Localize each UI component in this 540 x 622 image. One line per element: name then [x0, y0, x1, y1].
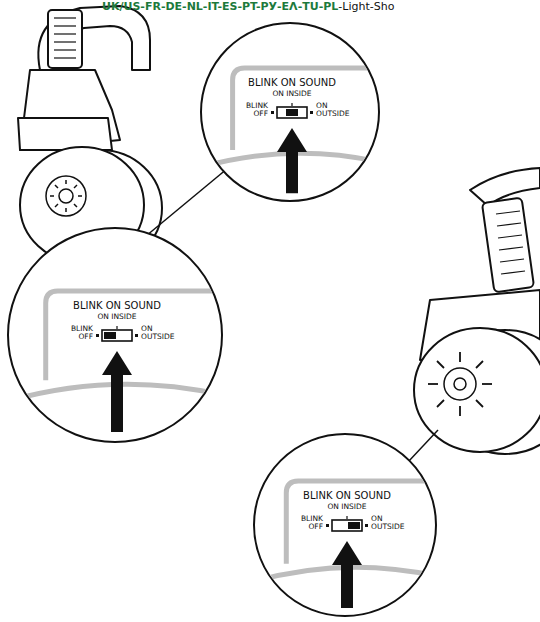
switch-title: BLINK ON SOUND [73, 301, 161, 311]
position-label: ON INSIDE [327, 503, 366, 511]
callout-circle: BLINK ON SOUND ON INSIDE BLINK OFF ON OUTSI… [253, 433, 437, 617]
callout-circle: BLINK ON SOUND ON INSIDE BLINK OFF ON OUTSI… [7, 227, 223, 443]
switch-illustration [202, 24, 380, 202]
position-label: ON OUTSIDE [316, 102, 349, 118]
position-label: ON OUTSIDE [371, 515, 404, 531]
switch-illustration [9, 229, 223, 443]
position-label: BLINK OFF [71, 325, 93, 341]
position-label: ON INSIDE [272, 90, 311, 98]
switch-illustration [255, 435, 437, 617]
position-label: BLINK OFF [246, 102, 268, 118]
switch-title: BLINK ON SOUND [303, 491, 391, 501]
language-codes: UK/US-FR-DE-NL-IT-ES-PT-РУ-ΕΛ-TU-PL [102, 1, 338, 13]
callout-circle: BLINK ON SOUND ON INSIDE BLINK OFF ON OUTSI… [200, 22, 380, 202]
position-label: ON OUTSIDE [141, 325, 174, 341]
position-label: BLINK OFF [301, 515, 323, 531]
switch-title: BLINK ON SOUND [248, 78, 336, 88]
position-label: ON INSIDE [97, 313, 136, 321]
header-title: -Light-Sho [338, 1, 394, 13]
